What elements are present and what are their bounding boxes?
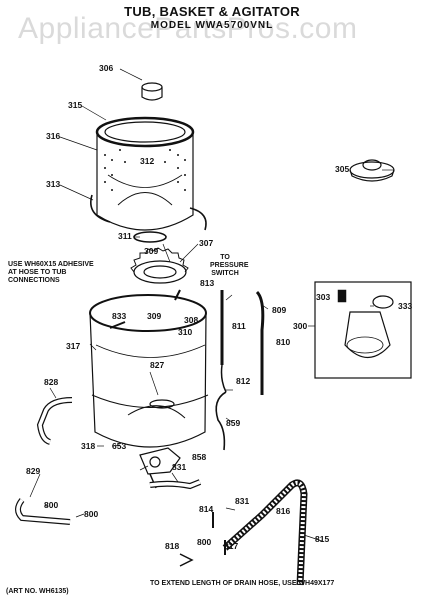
callout-312: 312 bbox=[140, 156, 155, 166]
part-300-box bbox=[314, 281, 412, 379]
callout-816: 816 bbox=[276, 506, 291, 516]
callout-813: 813 bbox=[200, 278, 215, 288]
callout-828: 828 bbox=[44, 377, 59, 387]
callout-812: 812 bbox=[236, 376, 251, 386]
callout-831-b: 831 bbox=[235, 496, 250, 506]
callout-858: 858 bbox=[192, 452, 207, 462]
callout-827: 827 bbox=[150, 360, 165, 370]
agitator-dogs-305 bbox=[349, 159, 395, 182]
callout-316: 316 bbox=[46, 131, 61, 141]
callout-800-a: 800 bbox=[44, 500, 59, 510]
callout-800-b: 800 bbox=[84, 509, 99, 519]
hose-859 bbox=[215, 391, 227, 451]
callout-303: 303 bbox=[316, 292, 331, 302]
callout-815: 815 bbox=[315, 534, 330, 544]
basket bbox=[90, 116, 207, 231]
callout-309: 309 bbox=[144, 246, 159, 256]
callout-831: 831 bbox=[172, 462, 187, 472]
callout-800-c: 800 bbox=[197, 537, 212, 547]
callout-306: 306 bbox=[99, 63, 114, 73]
callout-833: 833 bbox=[112, 311, 127, 321]
drain-hose-note: TO EXTEND LENGTH OF DRAIN HOSE, USE WH49… bbox=[150, 580, 335, 587]
callout-305: 305 bbox=[335, 164, 350, 174]
watermark: AppliancePartsPros.com bbox=[18, 12, 358, 45]
callout-300: 300 bbox=[293, 321, 308, 331]
callout-810: 810 bbox=[276, 337, 291, 347]
callout-814: 814 bbox=[199, 504, 214, 514]
callout-859: 859 bbox=[226, 418, 241, 428]
outer-tub bbox=[89, 289, 209, 448]
callout-318: 318 bbox=[81, 441, 96, 451]
drain-hose-815 bbox=[222, 479, 308, 586]
callout-313: 313 bbox=[46, 179, 61, 189]
pressure-switch-note: TO PRESSURE SWITCH bbox=[210, 254, 249, 277]
callout-818: 818 bbox=[165, 541, 180, 551]
gear-307 bbox=[130, 247, 189, 284]
basket-perforations bbox=[104, 149, 186, 191]
diagram-title: TUB, BASKET & AGITATOR bbox=[124, 4, 300, 19]
art-number: (ART NO. WH6135) bbox=[6, 588, 69, 595]
callout-829: 829 bbox=[26, 466, 41, 476]
callout-315: 315 bbox=[68, 100, 83, 110]
callout-333: 333 bbox=[398, 301, 413, 311]
callout-317: 317 bbox=[66, 341, 81, 351]
callout-309b: 309 bbox=[147, 311, 162, 321]
callout-308: 308 bbox=[184, 315, 199, 325]
callout-311: 311 bbox=[118, 231, 132, 241]
callout-811: 811 bbox=[232, 321, 246, 331]
callout-809: 809 bbox=[272, 305, 287, 315]
callout-817: 817 bbox=[224, 541, 239, 551]
callout-310: 310 bbox=[178, 327, 193, 337]
agitator-cap-306 bbox=[141, 82, 163, 101]
adhesive-note: USE WH60X15 ADHESIVE AT HOSE TO TUB CONN… bbox=[8, 261, 94, 284]
callout-653: 653 bbox=[112, 441, 127, 451]
hose-810 bbox=[255, 290, 265, 395]
callout-307: 307 bbox=[199, 238, 214, 248]
model-number: MODEL WWA5700VNL bbox=[150, 20, 274, 31]
